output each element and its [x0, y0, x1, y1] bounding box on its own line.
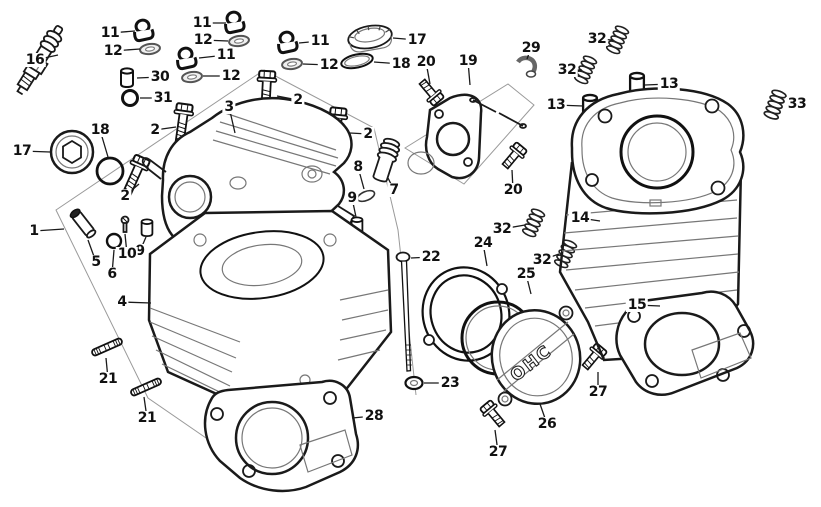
part-11-valve-seal — [130, 16, 156, 43]
part-17-tappet-cap — [347, 24, 393, 53]
part-11-valve-seal — [221, 8, 247, 35]
part-20-bolt — [497, 140, 530, 173]
part-17-hole-cap — [49, 129, 95, 175]
part-5-plug — [69, 208, 97, 239]
part-21-stud — [90, 336, 124, 358]
part-23-washer — [404, 375, 424, 391]
part-30-dowel-pin — [120, 67, 134, 88]
part-12-spring-seat — [227, 33, 251, 49]
part-15-base-gasket — [615, 290, 755, 396]
part-19-insulator-group — [407, 93, 527, 180]
part-32-spring — [552, 237, 579, 270]
part-18-o-ring — [340, 52, 374, 70]
part-28-head-gasket — [203, 379, 360, 493]
part-29-elbow-joint — [516, 55, 538, 78]
part-9-dowel-pin — [140, 218, 154, 238]
part-6-o-ring — [105, 232, 123, 250]
part-24-cover-gasket — [421, 266, 511, 362]
part-33-spring — [762, 87, 788, 122]
part-31-o-ring — [121, 89, 139, 107]
part-10-screw — [120, 215, 130, 233]
part-22-long-stud — [395, 251, 412, 372]
part-7-cam-chain-tensioner — [372, 137, 401, 183]
part-11-valve-seal — [274, 28, 300, 55]
part-12-spring-seat — [180, 69, 204, 85]
part-12-spring-seat — [138, 41, 162, 57]
part-8-o-ring — [356, 189, 376, 203]
part-11-valve-seal — [173, 44, 199, 71]
part-14-cylinder — [558, 87, 745, 362]
part-32-spring — [520, 206, 547, 239]
part-12-spring-seat — [280, 56, 304, 72]
part-4-cylinder-head — [147, 209, 393, 412]
part-26-ohc-cover: OHC — [490, 305, 582, 407]
part-18-o-ring — [95, 156, 125, 186]
